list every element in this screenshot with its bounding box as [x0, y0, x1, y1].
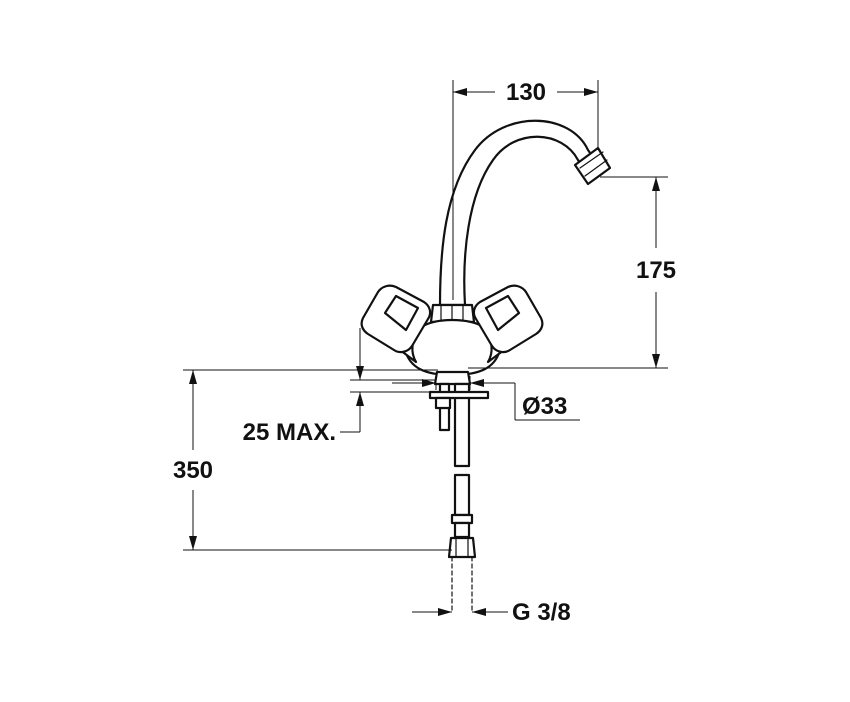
dim-deck-thickness-label: 25 MAX.	[243, 419, 336, 446]
dim-hole-diameter-label: Ø33	[522, 393, 567, 420]
spout-tube	[438, 119, 604, 307]
faucet-outline	[360, 119, 612, 613]
dim-connection-thread-label: G 3/8	[512, 599, 571, 626]
right-handle-inset	[484, 294, 521, 332]
dim-total-height	[183, 369, 452, 551]
dim-spout-height	[468, 176, 668, 369]
dim-connection-thread	[412, 608, 508, 616]
supply-tube-lower	[453, 473, 471, 517]
dim-spout-reach	[452, 80, 599, 300]
dim-spout-reach-label: 130	[506, 79, 546, 106]
dim-hole-diameter	[392, 376, 580, 421]
left-handle-inset	[383, 294, 420, 332]
aerator	[573, 146, 612, 186]
left-handle	[360, 284, 432, 354]
hose-crimp	[450, 513, 474, 525]
dim-total-height-label: 350	[173, 457, 213, 484]
connection-nut	[447, 536, 477, 559]
right-handle	[472, 284, 544, 354]
dim-deck-thickness	[340, 328, 435, 433]
fixing-nut	[434, 396, 452, 410]
hose-crimp-2	[453, 521, 471, 539]
supply-tube-upper	[453, 382, 471, 468]
fixing-plate	[428, 390, 490, 400]
dim-spout-height-label: 175	[636, 257, 676, 284]
base-ring	[433, 370, 472, 386]
